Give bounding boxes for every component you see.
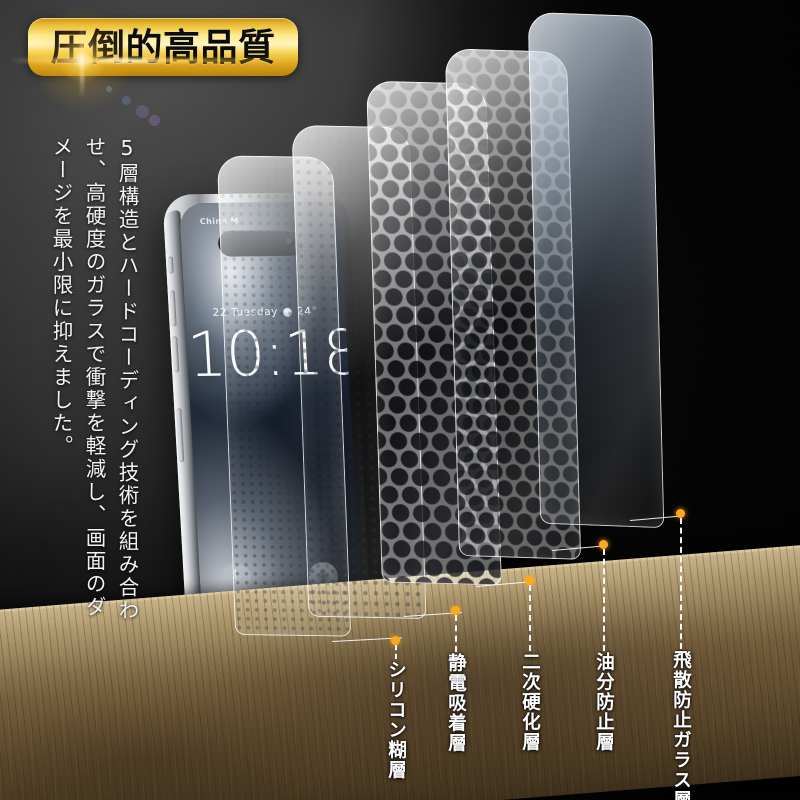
callout-leader-shatterproof-glass: [680, 518, 682, 649]
description-column-3: メージを最小限に抑えました。: [49, 136, 73, 458]
lens-flare-bokeh: [106, 86, 112, 92]
callout-dot-shatterproof-glass: [676, 509, 685, 518]
callout-dot-static-adsorption: [451, 606, 460, 615]
lens-flare-bokeh: [149, 115, 160, 126]
lens-flare-bokeh: [122, 96, 131, 105]
callout-leader-oleophobic: [603, 549, 605, 651]
lens-flare-bokeh: [136, 105, 149, 118]
callout-label-silicone-adhesive: シリコン糊層: [385, 660, 407, 780]
callout-label-oleophobic: 油分防止層: [593, 652, 615, 752]
callout-label-secondary-curing: 二次硬化層: [519, 652, 541, 752]
description-column-2: せ、高硬度のガラスで衝撃を軽減し、画面のダ: [82, 136, 106, 619]
description-column-1: 5層構造とハードコーディング技術を組み合わ: [115, 136, 139, 623]
callout-dot-secondary-curing: [525, 576, 534, 585]
callout-label-static-adsorption: 静電吸着層: [445, 653, 467, 753]
callout-label-shatterproof-glass: 飛散防止ガラス層: [670, 650, 692, 800]
callout-dot-silicone-adhesive: [391, 636, 400, 645]
callout-dot-oleophobic: [599, 540, 608, 549]
headline-text: 圧倒的高品質: [50, 25, 276, 69]
callout-leader-secondary-curing: [529, 585, 531, 651]
callout-leader-static-adsorption: [455, 615, 457, 652]
headline-banner: 圧倒的高品質: [28, 18, 298, 76]
callout-leader-silicone-adhesive: [395, 645, 397, 659]
